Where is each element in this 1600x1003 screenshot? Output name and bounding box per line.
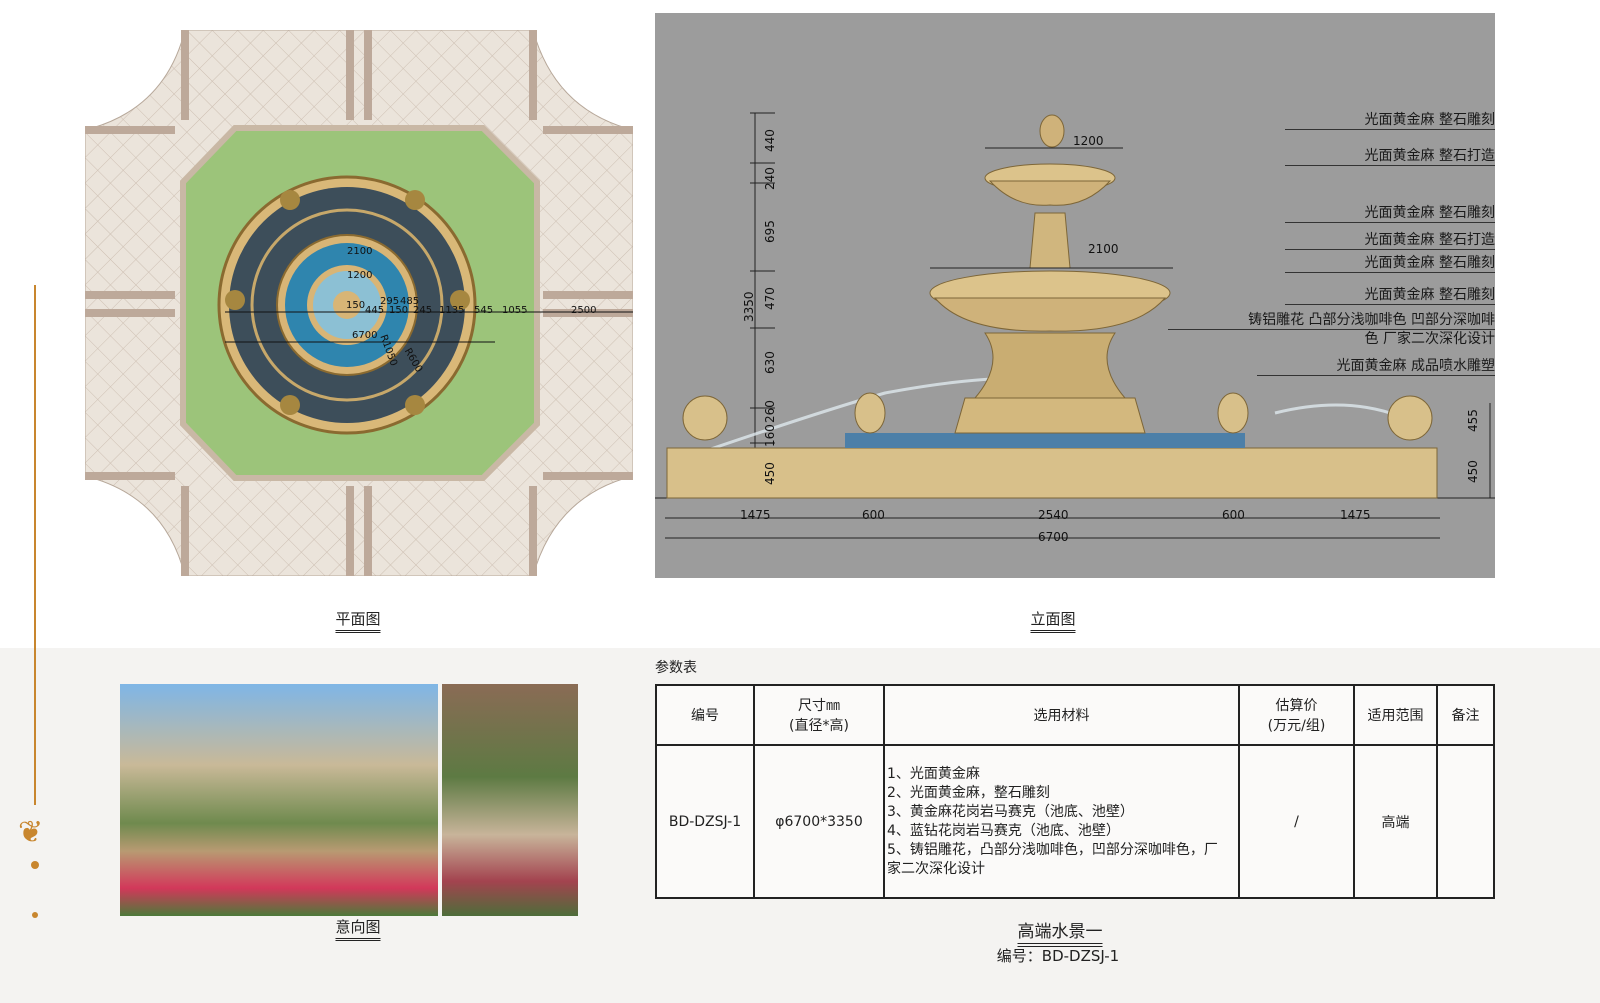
ornament-icon: ❦ [18,815,44,850]
cell-price: / [1238,744,1355,899]
elev-dim: 240 [763,167,777,190]
plan-dim: 295 [380,296,400,307]
elevation-drawing [655,13,1495,578]
plan-dim: 150 [346,300,366,311]
table-title: 参数表 [655,660,697,676]
elev-dim: 450 [1466,460,1480,483]
elev-dim: 630 [763,351,777,374]
elev-dim: 440 [763,129,777,152]
elev-dim: 2100 [1088,242,1119,256]
reference-photo-fountain [120,684,438,916]
plan-dim: 1200 [347,270,373,281]
elev-dim: 3350 [742,291,756,322]
photos-caption: 意向图 [335,916,381,941]
header-scope: 适用范围 [1353,684,1438,746]
cell-size: φ6700*3350 [753,744,885,899]
elev-dim: 600 [1222,508,1245,522]
sheet-title: 高端水景一 [1017,917,1103,947]
header-material: 选用材料 [883,684,1240,746]
material-label: 光面黄金麻 整石打造 [1284,148,1495,166]
elev-dim: 2540 [1038,508,1069,522]
reference-photo-sculpture [442,684,578,916]
plan-drawing [85,30,633,576]
cell-scope: 高端 [1353,744,1438,899]
decorative-line [34,285,36,805]
elev-dim: 450 [763,462,777,485]
header-price: 估算价(万元/组) [1238,684,1355,746]
elev-dim: 455 [1466,409,1480,432]
header-code: 编号 [655,684,755,746]
material-label: 光面黄金麻 整石雕刻 [1284,112,1495,130]
material-label: 光面黄金麻 成品喷水雕塑 [1256,358,1495,376]
dot-icon [31,861,39,869]
elev-dim: 1475 [740,508,771,522]
material-label: 铸铝雕花 凸部分浅咖啡色 凹部分深咖啡 [1168,312,1495,330]
material-label: 光面黄金麻 整石雕刻 [1284,205,1495,223]
cell-code: BD-DZSJ-1 [655,744,755,899]
elev-dim: 160 [763,424,777,447]
elev-dim: 695 [763,220,777,243]
parameter-table: 编号 尺寸㎜(直径*高) 选用材料 估算价(万元/组) 适用范围 备注 BD-D… [655,684,1495,899]
plan-dim: 1055 [502,305,528,316]
elev-dim: 1475 [1340,508,1371,522]
plan-dim: 150 [389,305,409,316]
elev-dim: 1200 [1073,134,1104,148]
plan-caption: 平面图 [335,608,381,633]
plan-dim: 2500 [571,305,597,316]
plan-dim: 6700 [352,330,378,341]
material-label: 光面黄金麻 整石雕刻 [1284,255,1495,273]
elev-dim: 260 [763,400,777,423]
plan-dim: 2100 [347,246,373,257]
sheet-code: 编号：BD-DZSJ-1 [996,947,1120,965]
material-label: 光面黄金麻 整石打造 [1284,232,1495,250]
header-note: 备注 [1436,684,1495,746]
dot-icon [32,912,38,918]
plan-dim: 1135 [439,305,465,316]
cell-note [1436,744,1495,899]
plan-dim: 485 [400,296,420,307]
elev-dim: 6700 [1038,530,1069,544]
plan-dim: 445 [365,305,385,316]
material-label: 光面黄金麻 整石雕刻 [1284,287,1495,305]
elevation-caption: 立面图 [1030,608,1076,633]
elev-dim: 470 [763,287,777,310]
material-label: 色 厂家二次深化设计 [1364,331,1495,347]
elev-dim: 600 [862,508,885,522]
header-size: 尺寸㎜(直径*高) [753,684,885,746]
plan-dim: 545 [474,305,494,316]
plan-dim: 245 [413,305,433,316]
